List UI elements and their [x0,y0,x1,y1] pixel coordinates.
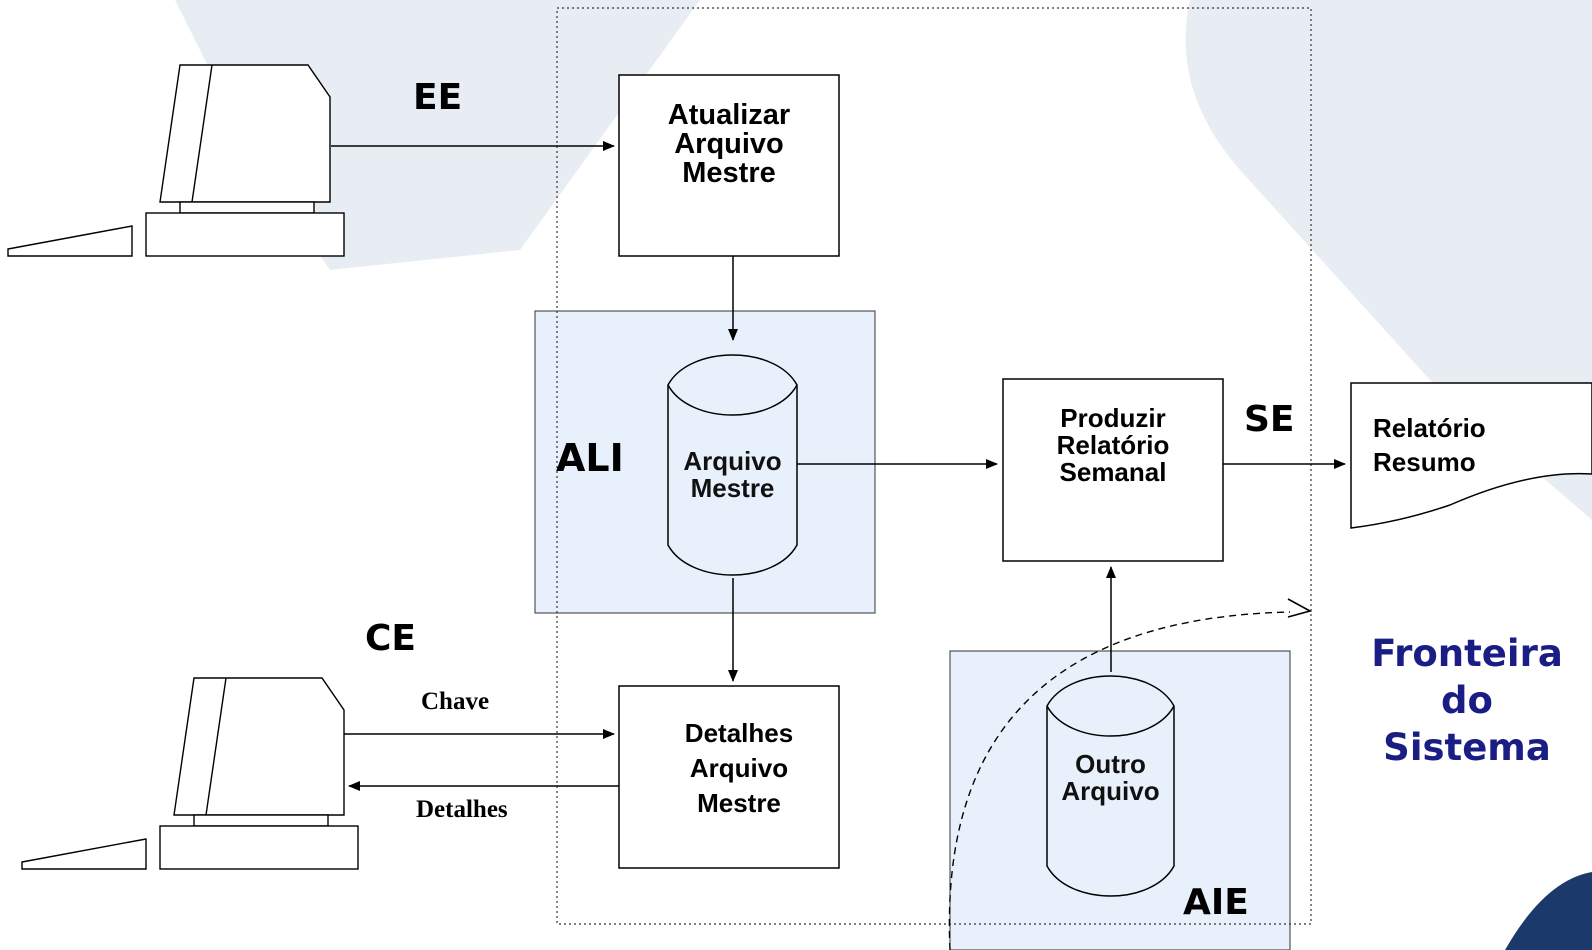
aie-file-line1: Outro [1075,749,1146,779]
process-details-line3: Mestre [697,788,781,818]
process-report-line3: Semanal [1059,457,1167,487]
computer-terminal-icon [21,677,359,870]
process-details-line2: Arquivo [689,753,789,783]
system-boundary [556,7,1312,925]
process-report-box [1002,378,1224,562]
process-update-line3: Mestre [682,157,776,189]
ali-cylinder [667,354,798,576]
ali-file-label: Arquivo Mestre [668,448,797,502]
se-label: SE [1244,399,1295,440]
report-document-shape [1350,382,1592,529]
process-update-line2: Arquivo [674,128,784,160]
boundary-pointer [948,611,1291,950]
report-document-line1: Relatório [1373,413,1486,443]
boundary-label-line2: do [1441,679,1493,722]
corner-swoosh [1505,872,1592,950]
flow-key-label: Chave [421,688,490,715]
process-details-label: Detalhes Arquivo Mestre [619,716,859,821]
boundary-label-line1: Fronteira [1371,632,1563,675]
ce-label: CE [365,618,417,659]
process-report-label: Produzir Relatório Semanal [1003,405,1223,486]
boundary-pointer-head [1287,598,1313,618]
flow-details-label: Detalhes [416,796,508,823]
report-document-label: Relatório Resumo [1373,411,1486,479]
process-update-label: Atualizar Arquivo Mestre [619,101,839,188]
flow-arrows [331,141,1346,791]
report-document-line2: Resumo [1373,447,1476,477]
ali-file-line1: Arquivo [683,446,782,476]
aie-file-label: Outro Arquivo [1047,751,1174,805]
process-update-box [618,74,840,257]
process-details-box [618,685,840,869]
process-details-line1: Detalhes [684,718,794,748]
aie-tag: AIE [1183,882,1249,923]
computer-terminal-icon [7,64,345,257]
ee-label: EE [413,77,463,118]
ali-file-line2: Mestre [690,473,775,503]
aie-cylinder [1046,675,1175,897]
boundary-label: Fronteira do Sistema [1356,630,1578,771]
process-update-line1: Atualizar [667,99,791,131]
boundary-label-line3: Sistema [1383,726,1551,769]
aie-file-line2: Arquivo [1061,776,1160,806]
process-report-line1: Produzir [1060,403,1166,433]
process-report-line2: Relatório [1056,430,1170,460]
ali-tag: ALI [556,436,624,480]
